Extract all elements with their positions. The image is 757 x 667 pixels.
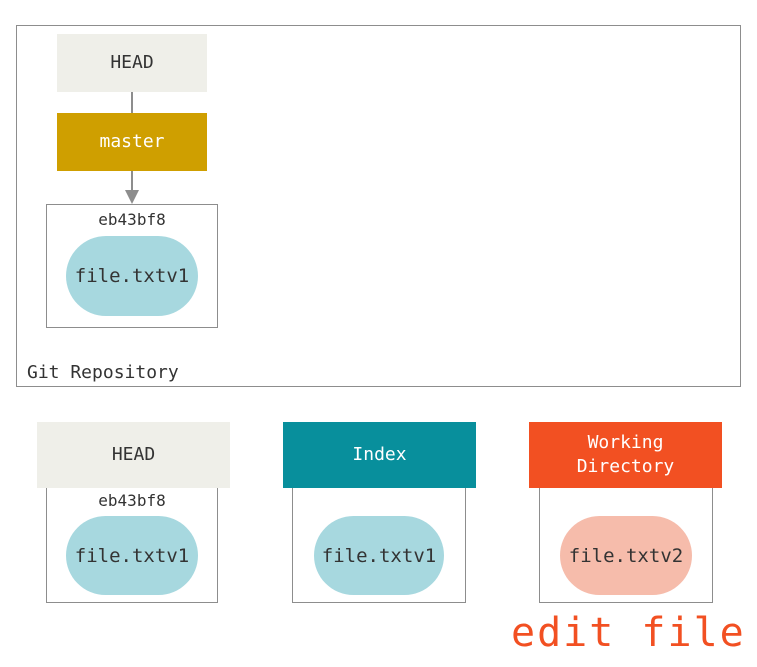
blob-version: v2: [660, 544, 684, 567]
index-tree-label: Index: [283, 422, 476, 488]
working-directory-blob: file.txt v2: [560, 516, 692, 595]
commit-id: eb43bf8: [98, 210, 166, 229]
git-repository-label: Git Repository: [27, 362, 179, 383]
arrow-head-icon: [125, 190, 139, 204]
blob-name: file.txt: [74, 265, 167, 287]
head-tree-blob: file.txt v1: [66, 516, 198, 595]
git-repository-frame: [16, 25, 741, 387]
blob-name: file.txt: [568, 544, 661, 567]
head-to-master-line: [131, 92, 133, 113]
master-branch: master: [57, 113, 207, 171]
blob-version: v1: [166, 265, 190, 287]
edit-file-caption: edit file: [511, 610, 746, 656]
blob-name: file.txt: [74, 544, 167, 567]
index-tree-blob: file.txt v1: [314, 516, 444, 595]
blob-version: v1: [166, 544, 190, 567]
repo-head-ref: HEAD: [57, 34, 207, 92]
master-to-commit-line: [131, 171, 133, 191]
working-directory-label: Working Directory: [529, 422, 722, 488]
head-tree-label: HEAD: [37, 422, 230, 488]
blob-version: v1: [413, 544, 437, 567]
blob-name: file.txt: [321, 544, 414, 567]
commit-blob: file.txt v1: [66, 236, 198, 316]
head-tree-commit-id: eb43bf8: [98, 491, 166, 510]
